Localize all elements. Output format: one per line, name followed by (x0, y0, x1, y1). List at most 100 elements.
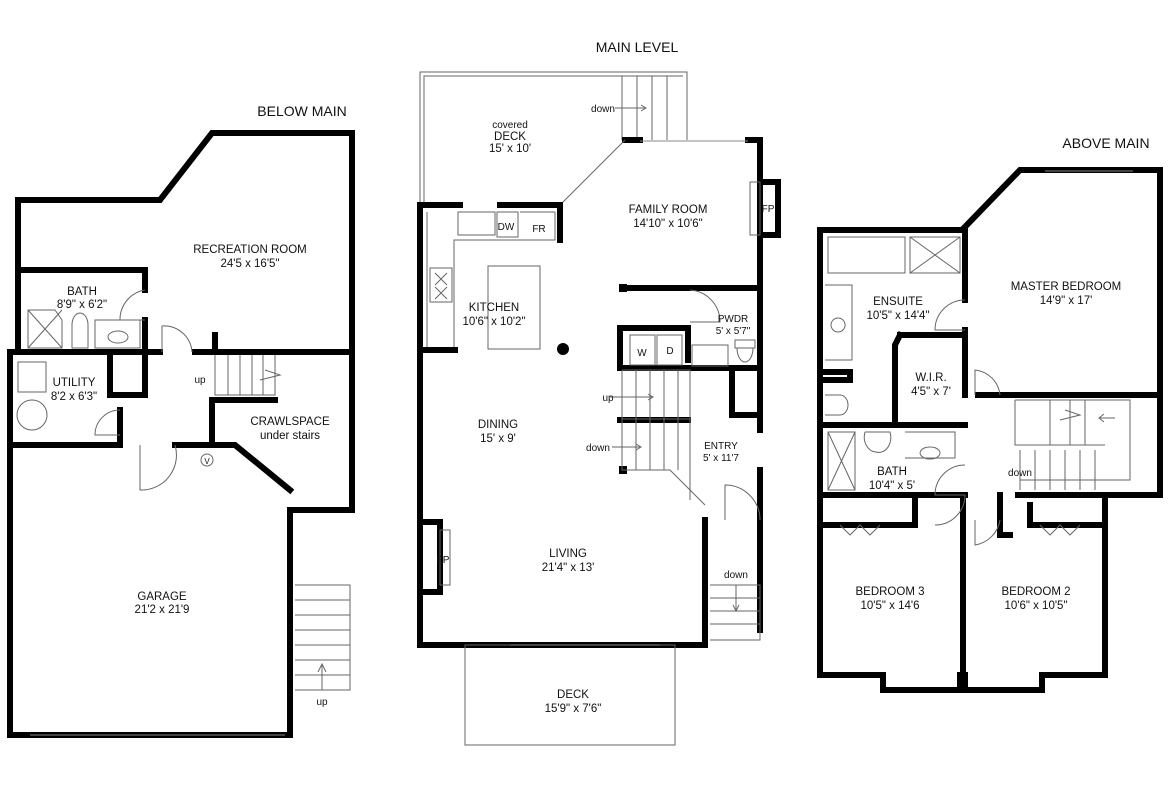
room-bath-above: BATH 10'4" x 5' (869, 466, 915, 492)
room-label: 10'5" x 14'4" (866, 310, 929, 322)
room-label: 21'4" x 13' (542, 562, 595, 574)
room-label: BATH (67, 286, 97, 298)
room-label: under stairs (260, 430, 320, 442)
water-heater-icon (16, 399, 48, 431)
column (557, 343, 569, 355)
room-label: MASTER BEDROOM (1011, 281, 1122, 293)
room-label: PWDR (718, 314, 749, 325)
room-label: 10'6" x 10'2" (462, 316, 525, 328)
room-label: 24'5 x 16'5" (221, 258, 280, 270)
main-doors (689, 289, 761, 521)
room-label: UTILITY (53, 377, 96, 389)
cooktop-icon (429, 267, 453, 303)
deck-down-label: down (591, 104, 615, 115)
kitchen-counters (426, 211, 556, 349)
exterior-up-label: up (316, 697, 328, 708)
below-interior-walls (7, 267, 355, 495)
powder-fixtures (691, 339, 756, 367)
valve-label: V (204, 457, 210, 466)
main-level: MAIN LEVEL down FP DW FR W D up down dow… (417, 39, 781, 746)
room-label: 21'2 x 21'9 (135, 604, 190, 616)
stairs-up-label: up (602, 393, 614, 404)
level-title-below: BELOW MAIN (257, 103, 346, 119)
stairs-down-label: down (586, 443, 610, 454)
ensuite-fixtures (825, 236, 961, 416)
room-label: 15' x 9' (480, 433, 516, 445)
covered-deck-outline (419, 71, 688, 205)
above-interior-walls (817, 227, 1163, 678)
bath-fixtures (27, 309, 141, 349)
furnace-icon (17, 361, 47, 393)
fp2-label: FP (437, 555, 450, 566)
room-label: 15' x 10' (489, 143, 531, 155)
stairs-down-label: down (1008, 468, 1032, 479)
room-bedroom-3: BEDROOM 310'5" x 14'6 (855, 586, 924, 612)
room-label: GARAGE (137, 591, 187, 603)
entry-stairs (710, 584, 761, 641)
below-doors (94, 289, 193, 491)
fireplace-family (757, 179, 781, 238)
room-label: ENTRY (704, 441, 738, 452)
room-dining: DINING 15' x 9' (478, 419, 518, 445)
main-stairs (610, 369, 706, 506)
room-wir: W.I.R. 4'5" x 7' (911, 372, 951, 398)
entry-down-label: down (724, 570, 748, 581)
main-interior-walls (417, 202, 763, 423)
valve-icon (200, 453, 214, 467)
room-label: 5' x 5'7" (716, 326, 751, 337)
above-main-level: ABOVE MAIN down MASTER BEDROOM 14'9" x 17… (817, 135, 1163, 693)
below-exterior-walls (7, 130, 355, 738)
room-label: FAMILY ROOM (629, 204, 708, 216)
above-stairs (1014, 399, 1131, 490)
hearth (439, 529, 451, 586)
room-label: 10'4" x 5' (869, 480, 915, 492)
sliding-door (559, 139, 626, 206)
bath-fixtures-above (827, 431, 956, 491)
room-label: 4'5" x 7' (911, 386, 951, 398)
room-label: W.I.R. (915, 372, 946, 384)
room-utility: UTILITY 8'2 x 6'3" (51, 377, 97, 403)
room-master-bedroom: MASTER BEDROOM 14'9" x 17' (1011, 281, 1122, 307)
room-label: 14'10" x 10'6" (633, 218, 702, 230)
dryer (656, 334, 683, 366)
room-label: DINING (478, 419, 518, 431)
room-label: 8'2 x 6'3" (51, 391, 97, 403)
level-title-above: ABOVE MAIN (1062, 135, 1149, 151)
closet-doors (839, 524, 1081, 536)
above-exterior-walls (817, 167, 1163, 693)
room-label: BEDROOM 2 (1001, 586, 1070, 598)
sink-icon (107, 330, 129, 344)
room-label: BATH (877, 466, 907, 478)
room-ensuite: ENSUITE 10'5" x 14'4" (866, 296, 929, 322)
post (619, 284, 627, 292)
room-label: ENSUITE (873, 296, 923, 308)
fp-label: FP (762, 204, 775, 215)
room-label: 5' x 11'7 (703, 453, 739, 464)
room-family: FAMILY ROOM 14'10" x 10'6" (629, 204, 708, 230)
fridge-label: FR (532, 224, 545, 235)
room-label: RECREATION ROOM (193, 244, 307, 256)
dryer-label: D (666, 346, 673, 357)
level-title-main: MAIN LEVEL (596, 39, 679, 55)
below-stairs (214, 355, 282, 396)
room-label: covered (492, 120, 528, 131)
dishwasher-label: DW (498, 222, 515, 233)
room-label: 10'6" x 10'5" (1004, 600, 1067, 612)
washer-label: W (637, 348, 647, 359)
room-label: 15'9" x 7'6" (545, 703, 602, 715)
room-label: DECK (494, 131, 526, 143)
above-doors (934, 299, 1001, 546)
below-main-level: BELOW MAIN up V up RECREATION ROOM 24'5 x… (7, 103, 355, 738)
stairs-up-label: up (194, 375, 206, 386)
room-label: 14'9" x 17' (1040, 295, 1093, 307)
kitchen-island (487, 265, 541, 350)
